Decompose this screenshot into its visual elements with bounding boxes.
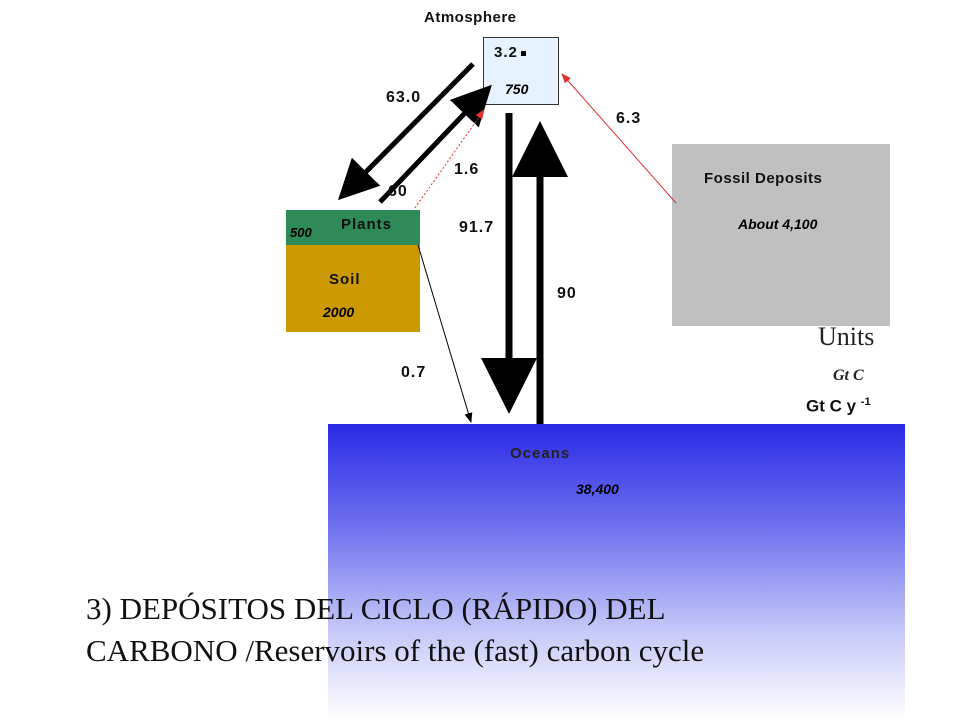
- fossil-emissions-arrow: [561, 73, 677, 204]
- caption-line-2: CARBONO /Reservoirs of the (fast) carbon…: [86, 633, 705, 668]
- flux-fossil-emissions: 6.3: [616, 110, 642, 127]
- flux-ocean-uptake: 91.7: [459, 219, 495, 236]
- units-flux: Gt C y -1: [806, 396, 871, 416]
- soil-reservoir: [286, 245, 420, 332]
- plants-stock: 500: [290, 225, 312, 240]
- atmosphere-increase: 3.2: [494, 44, 526, 61]
- fossil-label: Fossil Deposits: [704, 170, 823, 187]
- land-use-arrow: [414, 109, 485, 209]
- plants-label: Plants: [341, 216, 393, 233]
- atmosphere-title: Atmosphere: [424, 9, 517, 26]
- flux-land-use: 1.6: [454, 161, 480, 178]
- atmosphere-reservoir: [483, 37, 559, 105]
- soil-stock: 2000: [323, 304, 355, 320]
- slide-caption: 3) DEPÓSITOS DEL CICLO (RÁPIDO) DEL CARB…: [86, 588, 886, 672]
- caption-line-1: 3) DEPÓSITOS DEL CICLO (RÁPIDO) DEL: [86, 591, 666, 626]
- units-stock: Gt C: [833, 367, 864, 384]
- oceans-stock: 38,400: [576, 481, 619, 497]
- units-flux-exponent: -1: [860, 396, 871, 408]
- plants-reservoir: [286, 210, 420, 245]
- bullet-marker: [520, 50, 526, 56]
- fossil-deposits-reservoir: [672, 144, 890, 326]
- oceans-reservoir: [328, 424, 905, 720]
- flux-ocean-release: 90: [557, 285, 577, 302]
- flux-runoff: 0.7: [401, 364, 427, 381]
- respiration-arrow: [378, 84, 492, 204]
- flux-respiration: 60: [388, 183, 408, 200]
- runoff-arrow: [417, 244, 473, 423]
- atmosphere-stock: 750: [505, 81, 529, 97]
- soil-label: Soil: [329, 271, 361, 288]
- flux-photosynthesis: 63.0: [386, 89, 422, 106]
- fossil-stock: About 4,100: [738, 216, 818, 232]
- oceans-label: Oceans: [510, 445, 571, 462]
- units-title: Units: [818, 322, 875, 351]
